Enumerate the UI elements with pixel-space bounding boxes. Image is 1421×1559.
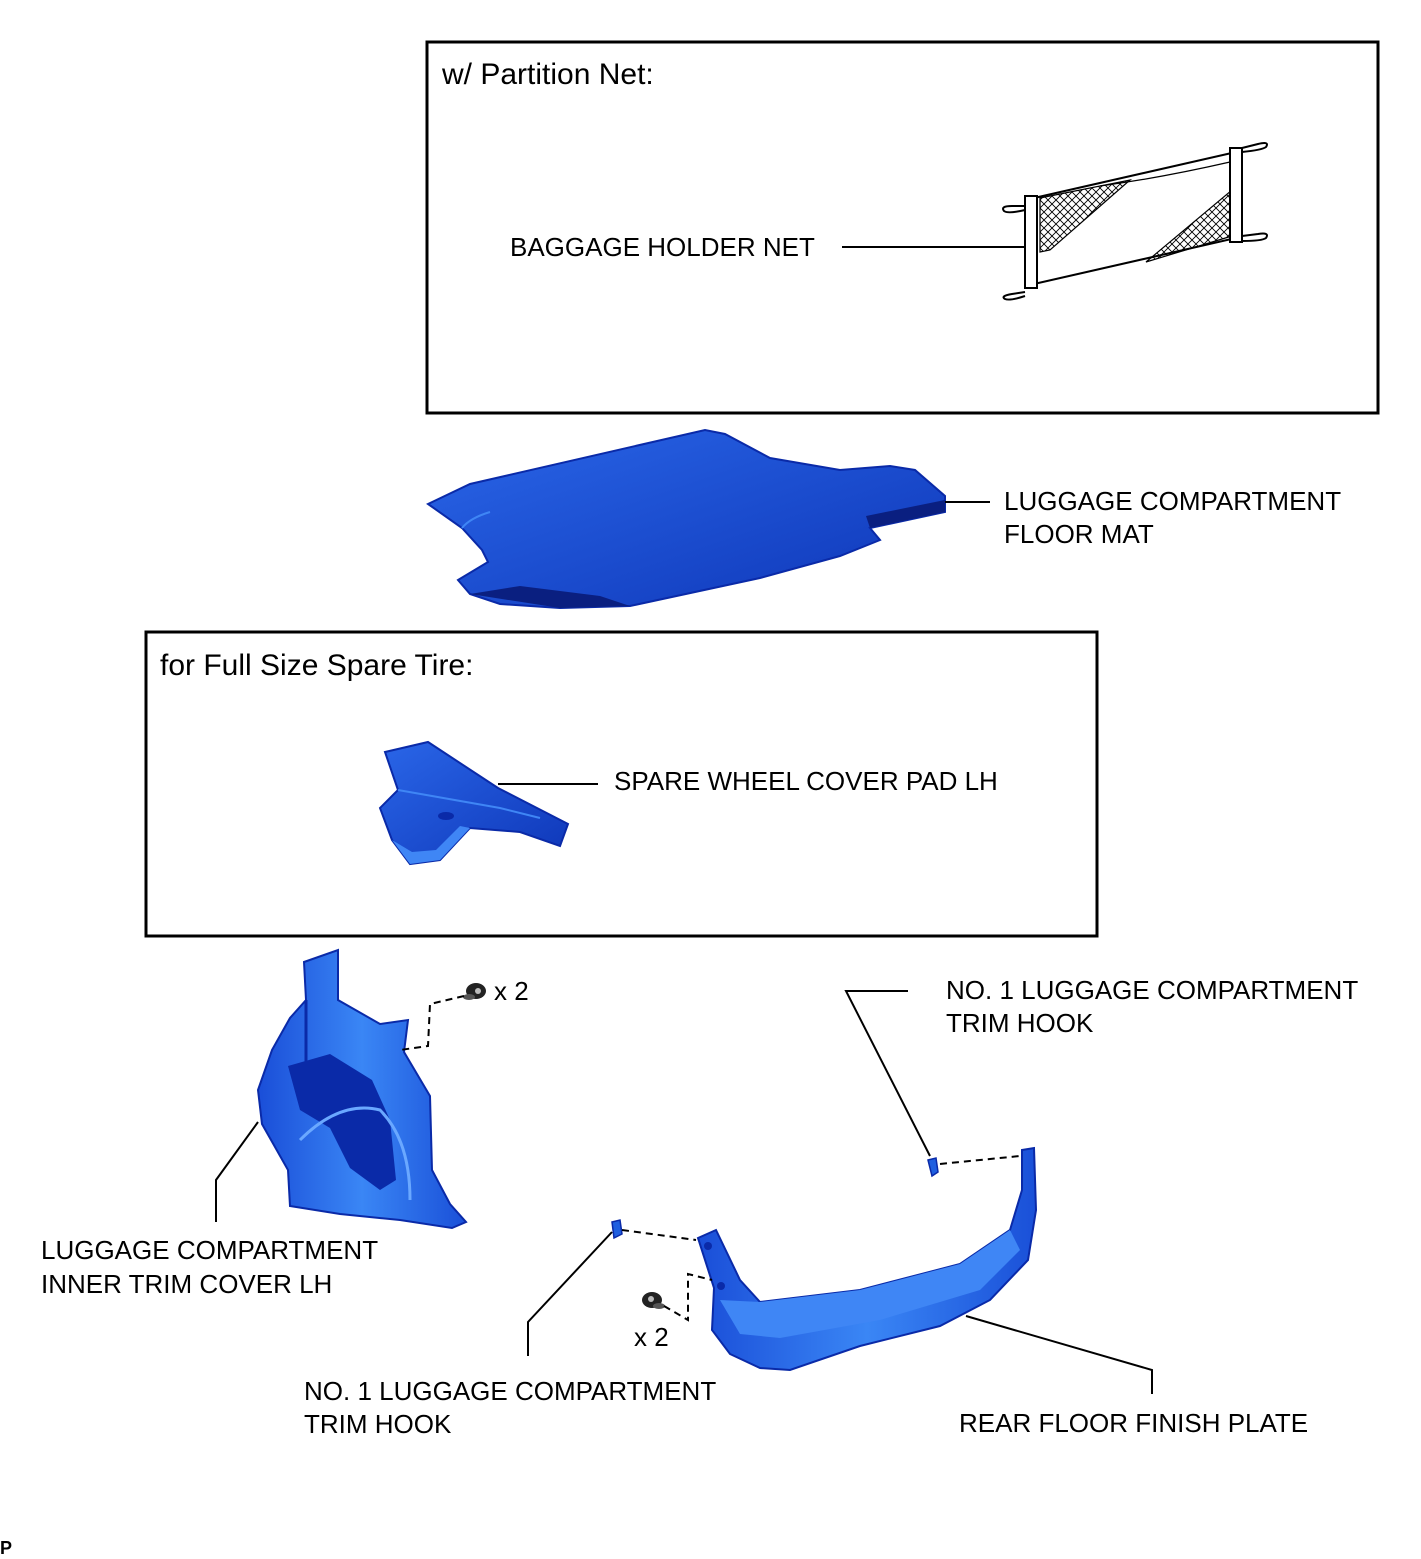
clip-lower-count: x 2: [634, 1322, 669, 1352]
clip-upper-count: x 2: [494, 976, 529, 1006]
full-size-spare-title: for Full Size Spare Tire:: [160, 649, 474, 682]
partition-net-title: w/ Partition Net:: [442, 58, 654, 91]
trim-hook-upper-label-line2: TRIM HOOK: [946, 1008, 1094, 1038]
dashed-lines: [399, 995, 1021, 1322]
trim-hook-upper-label-line1: NO. 1 LUGGAGE COMPARTMENT: [946, 975, 1359, 1005]
clip-lower-icon: [642, 1292, 665, 1309]
inner-trim-cover-label-line1: LUGGAGE COMPARTMENT: [41, 1235, 379, 1265]
floor-mat-label-line2: FLOOR MAT: [1004, 519, 1154, 549]
clip-upper-icon: [463, 983, 486, 1000]
trim-hook-lower-label-line1: NO. 1 LUGGAGE COMPARTMENT: [304, 1376, 717, 1406]
full-size-spare-box: [144, 630, 1099, 938]
baggage-net-label: BAGGAGE HOLDER NET: [510, 232, 815, 262]
floor-mat-drawing: [426, 428, 946, 610]
rear-floor-finish-plate-drawing: [696, 1146, 1038, 1372]
spare-pad-label: SPARE WHEEL COVER PAD LH: [614, 766, 998, 796]
baggage-holder-net-drawing: [1002, 142, 1268, 301]
floor-mat-label-line1: LUGGAGE COMPARTMENT: [1004, 486, 1342, 516]
finish-plate-label: REAR FLOOR FINISH PLATE: [959, 1408, 1309, 1438]
inner-trim-cover-label-line2: INNER TRIM COVER LH: [41, 1269, 333, 1299]
trim-hook-lower-label-line2: TRIM HOOK: [304, 1409, 452, 1439]
spare-wheel-pad-drawing: [378, 740, 570, 866]
trim-hook-lower-drawing: [611, 1219, 623, 1240]
leader-lines: [215, 246, 1153, 1394]
trim-hook-upper-drawing: [927, 1157, 939, 1178]
inner-trim-cover-drawing: [256, 948, 468, 1230]
partition-net-box: [425, 40, 1380, 415]
figure-code: P: [0, 1538, 13, 1558]
